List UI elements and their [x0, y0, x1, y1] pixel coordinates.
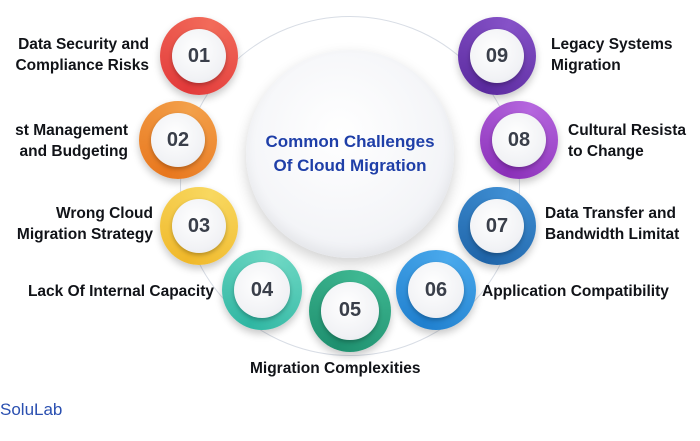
badge-09: 09 [458, 17, 536, 95]
label-04: Lack Of Internal Capacity [27, 283, 214, 300]
connector-arc [180, 16, 520, 356]
badge-05: 05 [309, 270, 391, 352]
label-01: Data Security and Compliance Risks [15, 36, 149, 74]
badge-number: 05 [321, 282, 379, 340]
badge-01: 01 [160, 17, 238, 95]
center-circle: Common Challenges Of Cloud Migration [246, 50, 454, 258]
badge-02: 02 [139, 101, 217, 179]
label-02: st Management and Budgeting [15, 122, 128, 160]
label-06: Application Compatibility [482, 283, 669, 300]
badge-03: 03 [160, 187, 238, 265]
badge-number: 04 [234, 262, 290, 318]
badge-number: 03 [171, 198, 227, 254]
badge-07: 07 [458, 187, 536, 265]
brand-logo-text: SoluLab [0, 400, 63, 419]
label-09: Legacy Systems Migration [551, 36, 673, 74]
badge-number: 09 [469, 28, 525, 84]
badge-04: 04 [222, 250, 302, 330]
badge-08: 08 [480, 101, 558, 179]
label-03: Wrong Cloud Migration Strategy [16, 205, 153, 243]
badge-number: 08 [491, 112, 547, 168]
badge-number: 06 [408, 262, 464, 318]
label-07: Data Transfer and Bandwidth Limitat [545, 205, 680, 243]
label-05: Migration Complexities [250, 360, 421, 377]
label-08: Cultural Resista to Change [568, 122, 687, 160]
badge-number: 02 [150, 112, 206, 168]
diagram-title: Common Challenges Of Cloud Migration [265, 132, 435, 175]
badge-number: 01 [171, 28, 227, 84]
badge-06: 06 [396, 250, 476, 330]
badge-number: 07 [469, 198, 525, 254]
